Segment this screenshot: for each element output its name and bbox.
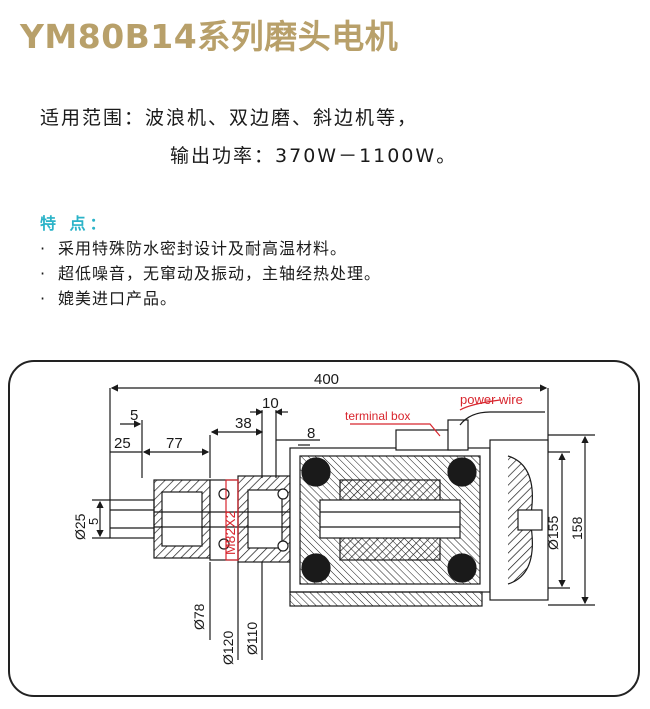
application-label: 适用范围： bbox=[40, 107, 146, 129]
page-title: YM80B14系列磨头电机 bbox=[20, 17, 399, 56]
dia-78-label: Ø78 bbox=[191, 603, 207, 630]
features-heading: 特 点： bbox=[40, 214, 110, 233]
dim-overall-length: 400 bbox=[314, 371, 339, 388]
dim-25: 25 bbox=[114, 435, 131, 452]
power-value: 370W－1100W。 bbox=[275, 145, 458, 167]
dim-38: 38 bbox=[235, 415, 252, 432]
dim-77: 77 bbox=[166, 435, 183, 452]
dia-110-label: Ø110 bbox=[244, 622, 260, 655]
feature-item: ·媲美进口产品。 bbox=[40, 289, 178, 308]
dim-5-vertical: 5 bbox=[86, 518, 101, 525]
dim-8: 8 bbox=[307, 425, 315, 442]
application-value: 波浪机、双边磨、斜边机等， bbox=[145, 107, 419, 129]
dim-5: 5 bbox=[130, 407, 138, 424]
feature-item: ·采用特殊防水密封设计及耐高温材料。 bbox=[40, 239, 348, 258]
dia-155-label: Ø155 bbox=[545, 516, 561, 550]
terminal-box-label: terminal box bbox=[345, 409, 410, 423]
feature-text: 超低噪音，无窜动及振动，主轴经热处理。 bbox=[58, 264, 382, 283]
power-row: 输出功率：370W－1100W。 bbox=[170, 141, 457, 168]
application-row: 适用范围：波浪机、双边磨、斜边机等， bbox=[40, 103, 418, 130]
dim-10: 10 bbox=[262, 395, 279, 412]
feature-text: 采用特殊防水密封设计及耐高温材料。 bbox=[58, 239, 348, 258]
power-label: 输出功率： bbox=[170, 145, 276, 167]
dim-158-label: 158 bbox=[569, 516, 585, 540]
power-wire-label: power wire bbox=[460, 392, 523, 407]
thread-label: M82X2 bbox=[222, 510, 238, 555]
dia-25-label: Ø25 bbox=[72, 513, 88, 540]
dia-120-label: Ø120 bbox=[220, 631, 236, 665]
feature-item: ·超低噪音，无窜动及振动，主轴经热处理。 bbox=[40, 264, 382, 283]
drawing-frame bbox=[8, 360, 640, 697]
features-list: ·采用特殊防水密封设计及耐高温材料。 ·超低噪音，无窜动及振动，主轴经热处理。 … bbox=[40, 236, 381, 311]
feature-text: 媲美进口产品。 bbox=[58, 289, 178, 308]
